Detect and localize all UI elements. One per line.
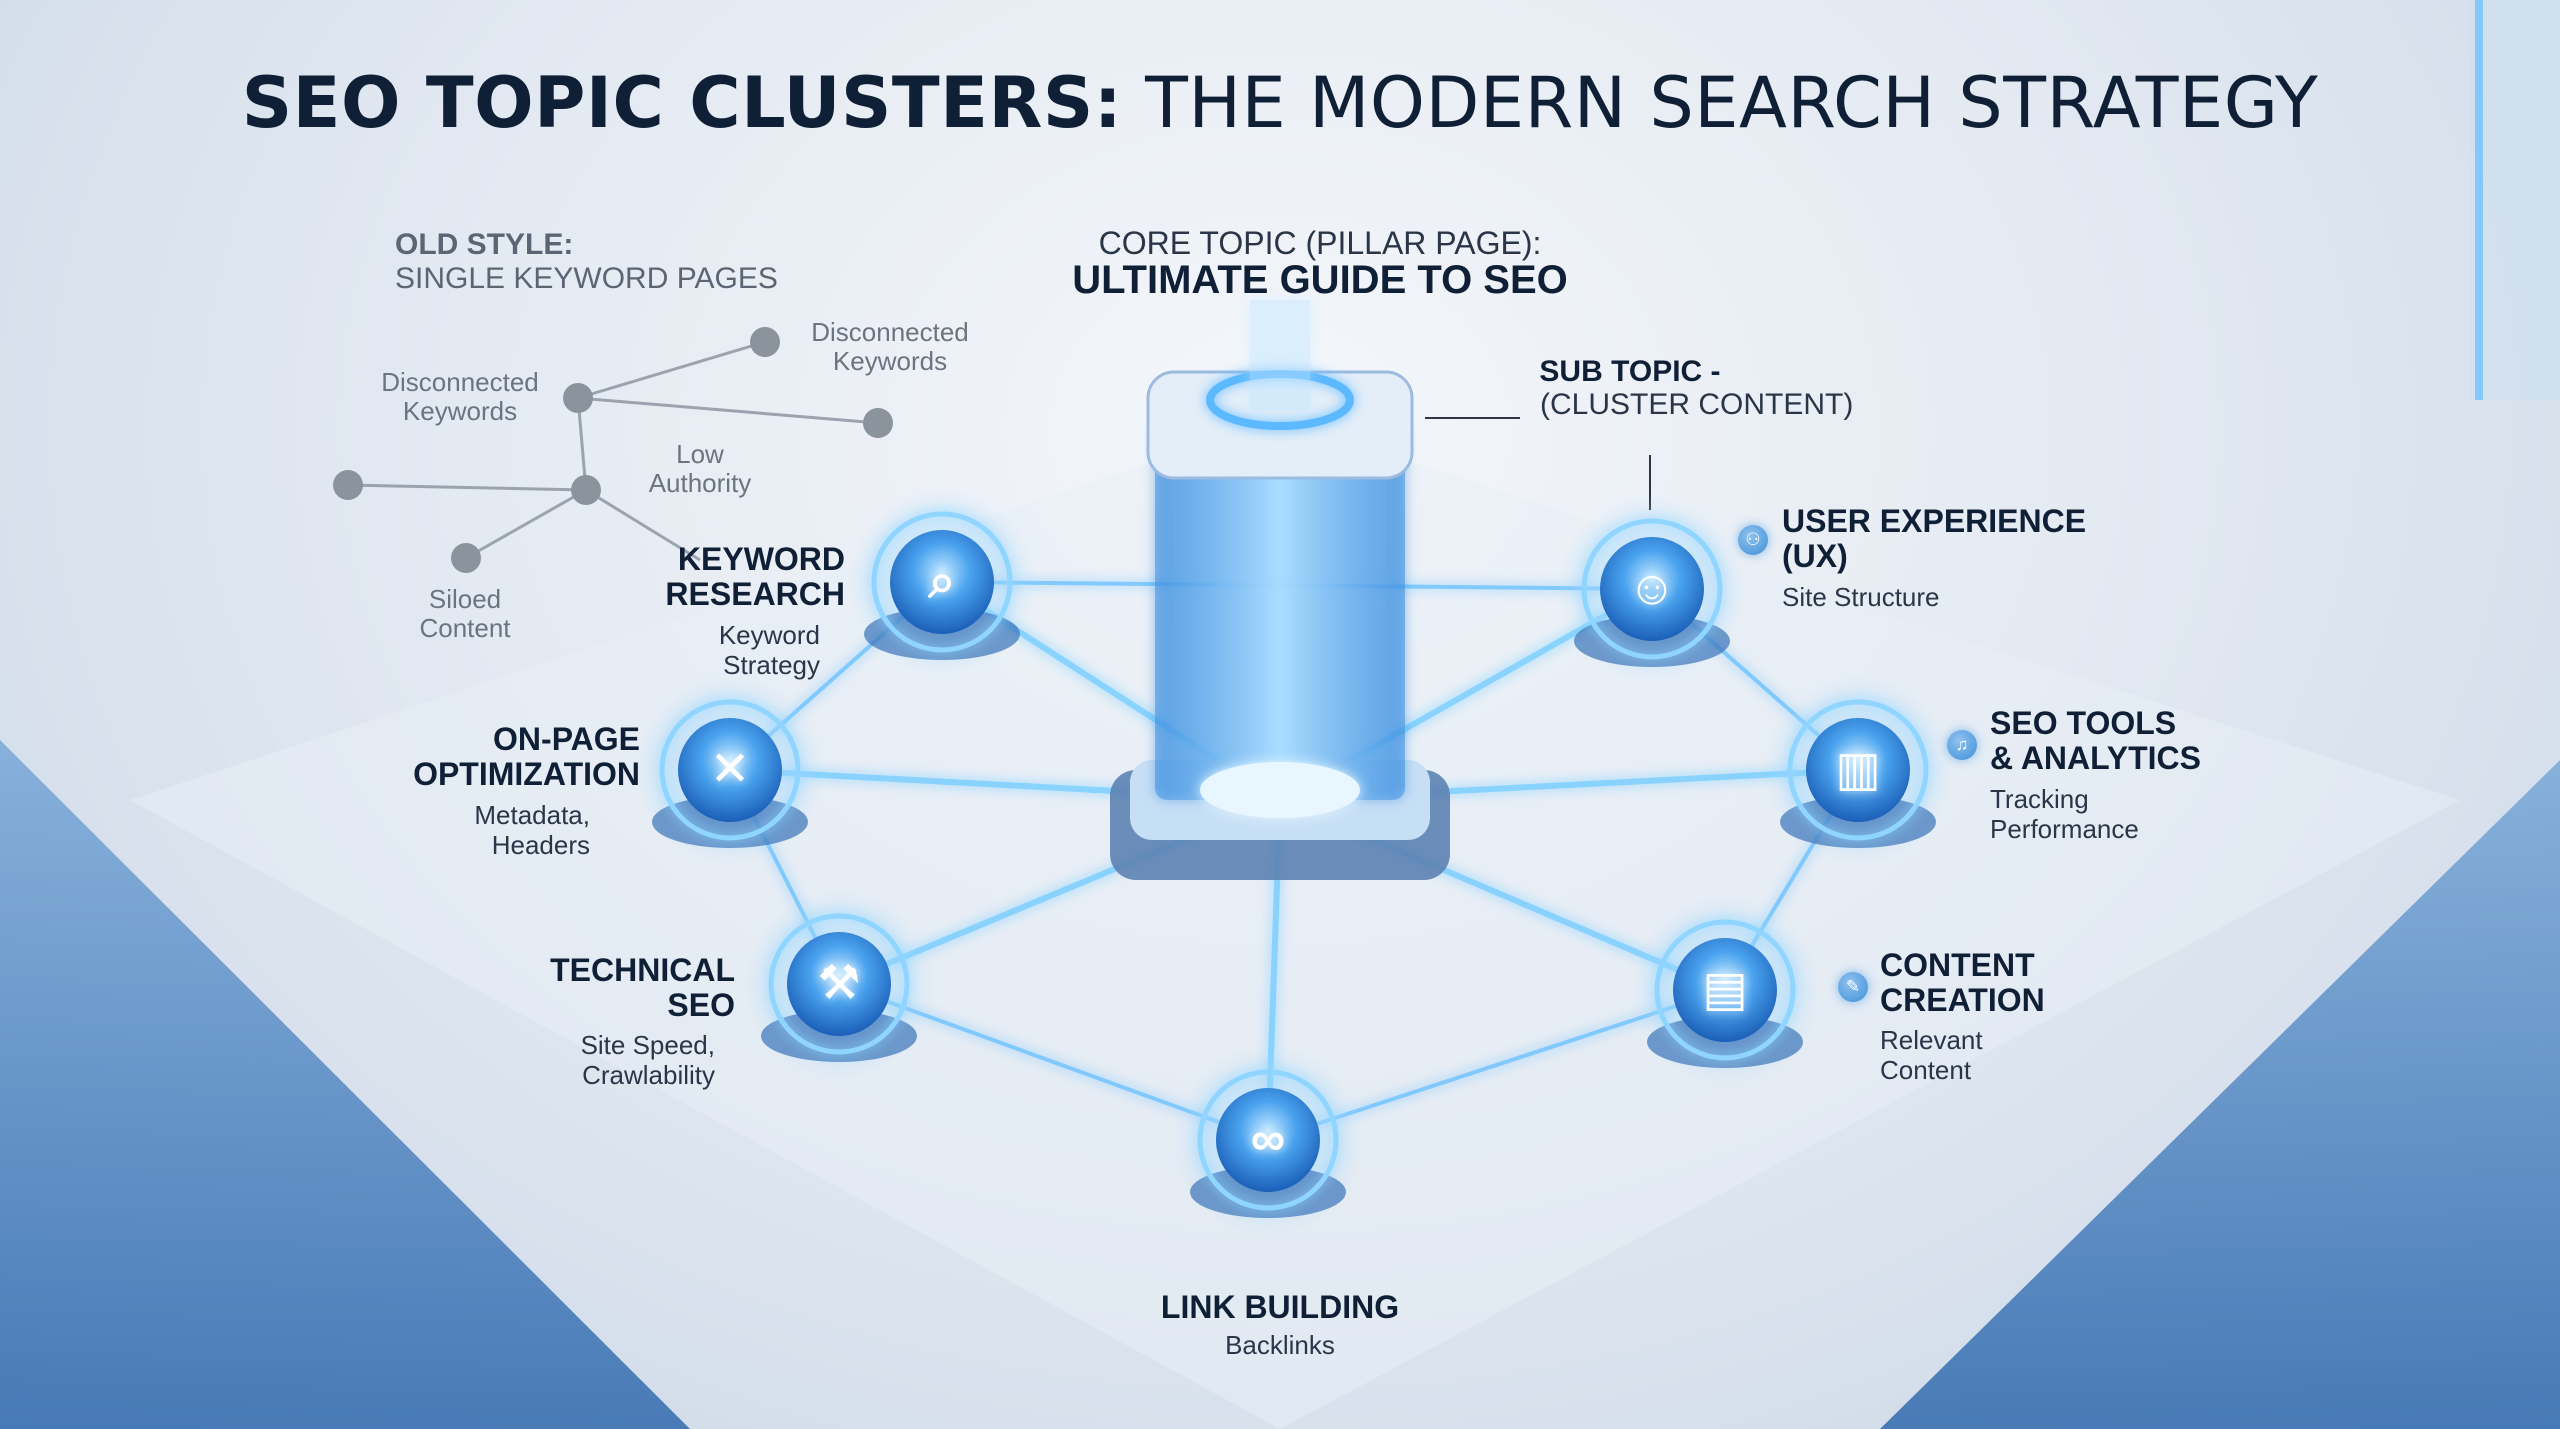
cluster-keyword-label: KEYWORD RESEARCH <box>560 542 845 611</box>
chart-badge-icon: ♫ <box>1947 730 1977 760</box>
pencil-icon: ✎ <box>1838 972 1868 1002</box>
cluster-link-desc: Backlinks <box>1080 1330 1480 1360</box>
sub-topic-line1: SUB TOPIC - <box>1480 355 1780 389</box>
core-topic-heading: CORE TOPIC (PILLAR PAGE): <box>1020 225 1620 262</box>
network-badge-icon: ⚇ <box>1738 525 1768 555</box>
sub-topic-line2: (CLUSTER CONTENT) <box>1540 388 1940 422</box>
cluster-ux-desc: Site Structure <box>1782 582 2082 612</box>
tools-icon: ⚒ <box>797 942 881 1026</box>
pillar-tower <box>1110 300 1450 880</box>
cluster-tools-desc: Tracking Performance <box>1990 784 2270 844</box>
cluster-keyword-desc: Keyword Strategy <box>560 620 820 680</box>
right-pillar-glow <box>2475 0 2483 400</box>
wrench-icon: ✕ <box>688 728 772 812</box>
cluster-tools-label: SEO TOOLS & ANALYTICS <box>1990 706 2290 775</box>
cluster-technical-desc: Site Speed, Crawlability <box>430 1030 715 1090</box>
magnifier-icon: ⌕ <box>900 540 984 624</box>
right-pillar <box>2470 0 2560 400</box>
link-icon: ∞ <box>1226 1098 1310 1182</box>
cluster-onpage-desc: Metadata, Headers <box>340 800 590 860</box>
page-title: SEO TOPIC CLUSTERS: THE MODERN SEARCH ST… <box>0 62 2560 144</box>
cluster-content-desc: Relevant Content <box>1880 1025 2140 1085</box>
cluster-link-label: LINK BUILDING <box>1080 1290 1480 1325</box>
cluster-technical-label: TECHNICAL SEO <box>430 953 735 1022</box>
core-topic-title: ULTIMATE GUIDE TO SEO <box>960 258 1680 303</box>
document-icon: ▤ <box>1683 948 1767 1032</box>
old-label-low-authority: Low Authority <box>610 440 790 498</box>
old-label-disconnected-left: Disconnected Keywords <box>350 368 570 426</box>
cluster-ux-label: USER EXPERIENCE (UX) <box>1782 504 2142 573</box>
old-style-heading: OLD STYLE: <box>395 228 573 262</box>
old-label-disconnected-right: Disconnected Keywords <box>780 318 1000 376</box>
chart-icon: ▥ <box>1816 728 1900 812</box>
users-icon: ☺ <box>1610 547 1694 631</box>
old-style-subheading: SINGLE KEYWORD PAGES <box>395 262 778 296</box>
cluster-onpage-label: ON-PAGE OPTIMIZATION <box>340 722 640 791</box>
cluster-content-label: CONTENT CREATION <box>1880 948 2180 1017</box>
old-label-siloed: Siloed Content <box>370 585 560 643</box>
